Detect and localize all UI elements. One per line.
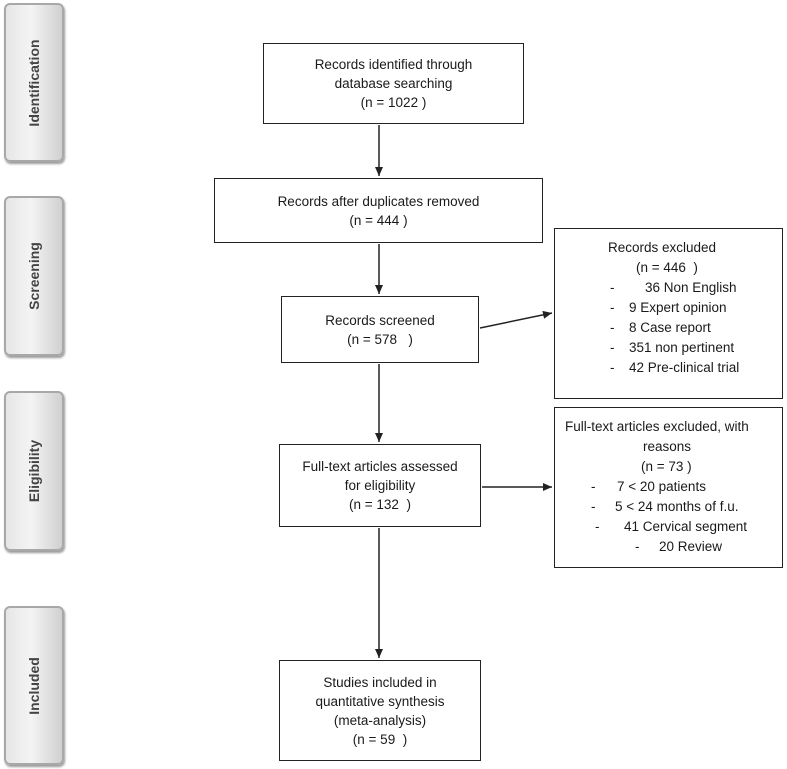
duplicates-removed-line-1: Records after duplicates removed: [277, 193, 480, 209]
fulltext-excluded-item: 5 < 24 months of f.u.: [615, 499, 739, 514]
fulltext-excluded-dash: -: [635, 539, 640, 554]
fulltext-excluded-title-line-2: reasons: [643, 439, 692, 454]
fulltext-assessed-line-2: for eligibility: [344, 478, 416, 493]
stage-screening-label: Screening: [26, 242, 42, 310]
fulltext-excluded-box: Full-text articles excluded, with reason…: [554, 407, 783, 568]
arrow-screened-to-excluded: [479, 310, 553, 329]
duplicates-removed-box: Records after duplicates removed (n = 44…: [214, 178, 543, 243]
duplicates-removed-count: (n = 444 ): [349, 212, 408, 228]
records-excluded-title: Records excluded: [608, 240, 717, 255]
records-excluded-box: Records excluded (n = 446 ) - 36 Non Eng…: [554, 228, 783, 399]
records-excluded-dash: -: [610, 300, 615, 315]
records-excluded-dash: -: [610, 280, 615, 295]
fulltext-excluded-item: 7 < 20 patients: [617, 479, 706, 494]
fulltext-excluded-dash: -: [591, 499, 596, 514]
studies-included-line-1: Studies included in: [323, 674, 437, 690]
records-excluded-dash: -: [610, 320, 615, 335]
fulltext-assessed-count: (n = 132 ): [349, 497, 411, 512]
records-excluded-dash: -: [610, 360, 615, 375]
records-identified-count: (n = 1022 ): [360, 95, 427, 110]
records-excluded-item: 42 Pre-clinical trial: [629, 360, 740, 375]
fulltext-excluded-item: 20 Review: [659, 539, 723, 554]
records-excluded-dash: -: [610, 340, 615, 355]
fulltext-assessed-line-1: Full-text articles assessed: [302, 459, 458, 474]
records-screened-box: Records screened (n = 578 ): [281, 296, 479, 363]
records-screened-line-1: Records screened: [325, 312, 435, 328]
stage-eligibility-label: Eligibility: [26, 439, 42, 503]
studies-included-box: Studies included in quantitative synthes…: [279, 660, 481, 761]
studies-included-line-2: quantitative synthesis: [315, 693, 445, 709]
stage-identification: Identification: [4, 3, 64, 162]
fulltext-excluded-dash: -: [595, 519, 600, 534]
stage-screening: Screening: [4, 196, 64, 356]
records-excluded-item: 8 Case report: [629, 320, 711, 335]
stage-included-label: Included: [26, 656, 42, 715]
fulltext-excluded-item: 41 Cervical segment: [624, 519, 748, 534]
fulltext-assessed-box: Full-text articles assessed for eligibil…: [279, 444, 481, 527]
records-excluded-item: 9 Expert opinion: [629, 300, 727, 315]
studies-included-count: (n = 59 ): [352, 731, 408, 747]
fulltext-excluded-title-line-1: Full-text articles excluded, with: [565, 419, 749, 434]
records-excluded-count: (n = 446 ): [636, 260, 698, 275]
records-identified-line-1: Records identified through: [314, 57, 473, 72]
stage-eligibility: Eligibility: [4, 391, 64, 551]
records-screened-count: (n = 578 ): [347, 331, 413, 347]
records-excluded-item: 36 Non English: [645, 280, 737, 295]
fulltext-excluded-count: (n = 73 ): [641, 459, 692, 474]
stage-identification-label: Identification: [26, 38, 42, 127]
studies-included-line-3: (meta-analysis): [333, 712, 427, 728]
stage-included: Included: [4, 606, 64, 765]
records-identified-line-2: database searching: [334, 76, 453, 91]
records-excluded-item: 351 non pertinent: [629, 340, 735, 355]
fulltext-excluded-dash: -: [591, 479, 596, 494]
records-identified-box: Records identified through database sear…: [263, 43, 524, 124]
